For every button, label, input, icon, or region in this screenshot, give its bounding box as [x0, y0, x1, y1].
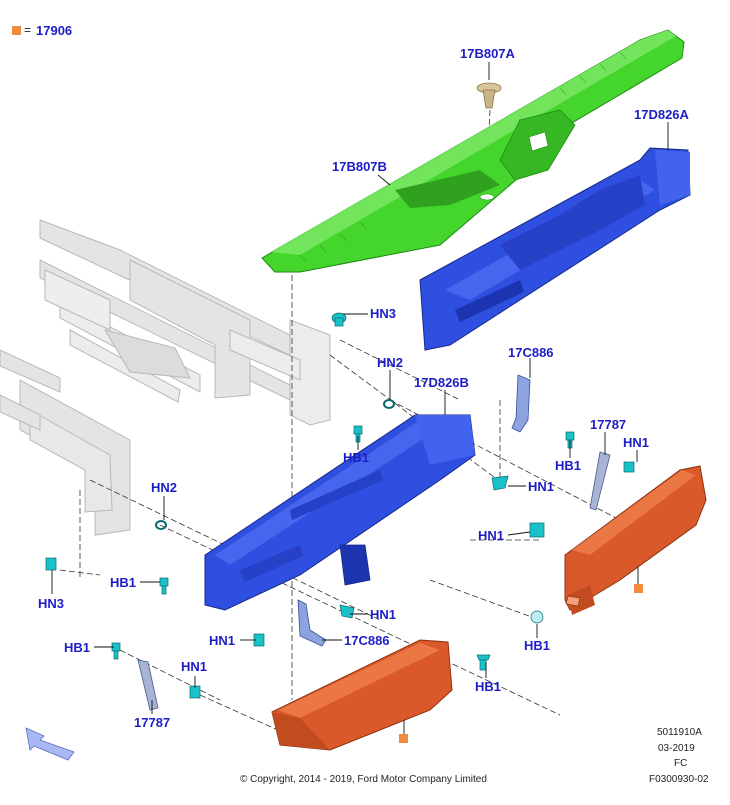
- callout-17C886-lower: 17C886: [344, 633, 390, 648]
- copyright-notice: © Copyright, 2014 - 2019, Ford Motor Com…: [240, 774, 487, 785]
- callout-17D826A: 17D826A: [634, 107, 689, 122]
- vehicle-frame: [0, 219, 331, 536]
- marker-17906-right: [634, 584, 643, 593]
- callout-HN2-upper: HN2: [377, 355, 404, 370]
- callout-HN1-center: HN1: [528, 479, 555, 494]
- legend-equals: =: [24, 23, 32, 37]
- callout-17D826B: 17D826B: [414, 375, 469, 390]
- callout-HN1-lower-left: HN1: [209, 633, 236, 648]
- callout-HN3-upper: HN3: [370, 306, 397, 321]
- callout-HB1-left: HB1: [110, 575, 137, 590]
- callout-HN1-right-top: HN1: [623, 435, 650, 450]
- bracket-17C886-lower: [297, 599, 327, 647]
- bumper-end-right: [564, 465, 707, 615]
- callout-HB1-right: HB1: [555, 458, 582, 473]
- callout-leaders: [51, 62, 669, 734]
- callout-HB1-center: HB1: [343, 450, 370, 465]
- callout-HB1-right-lower: HB1: [524, 638, 551, 653]
- illustration-id: 5011910A: [657, 727, 702, 738]
- support-17787-right: [589, 451, 611, 511]
- illustration-date: 03-2019: [658, 743, 695, 754]
- callout-17787-left: 17787: [134, 715, 171, 730]
- callout-HB1-far-left: HB1: [64, 640, 91, 655]
- bumper-end-left: [271, 639, 453, 751]
- region-code: FC: [674, 758, 688, 769]
- callout-17C886-upper: 17C886: [508, 345, 554, 360]
- figure-code: F0300930-02: [649, 774, 709, 785]
- callout-17787-right: 17787: [590, 417, 627, 432]
- callout-HN2-left: HN2: [151, 480, 178, 495]
- callout-17B807A: 17B807A: [460, 46, 515, 61]
- callout-HN1-lower: HN1: [370, 607, 397, 622]
- legend-symbol: [12, 26, 21, 35]
- support-17787-left: [137, 659, 159, 711]
- reinforcement-17D826A: [419, 147, 691, 351]
- clip-17B807A: [476, 82, 502, 109]
- legend-part-number: 17906: [36, 23, 73, 38]
- reinforcement-17D826B: [204, 414, 476, 611]
- direction-arrow-icon: [25, 727, 75, 761]
- callout-17B807B: 17B807B: [332, 159, 387, 174]
- bracket-17C886-upper: [511, 374, 531, 433]
- callout-HN3-left: HN3: [38, 596, 65, 611]
- callout-HN1-far-left: HN1: [181, 659, 208, 674]
- marker-17906-left: [399, 734, 408, 743]
- step-pad-17B807B: [261, 29, 685, 273]
- callout-HN1-right-mid: HN1: [478, 528, 505, 543]
- callout-HB1-bottom: HB1: [475, 679, 502, 694]
